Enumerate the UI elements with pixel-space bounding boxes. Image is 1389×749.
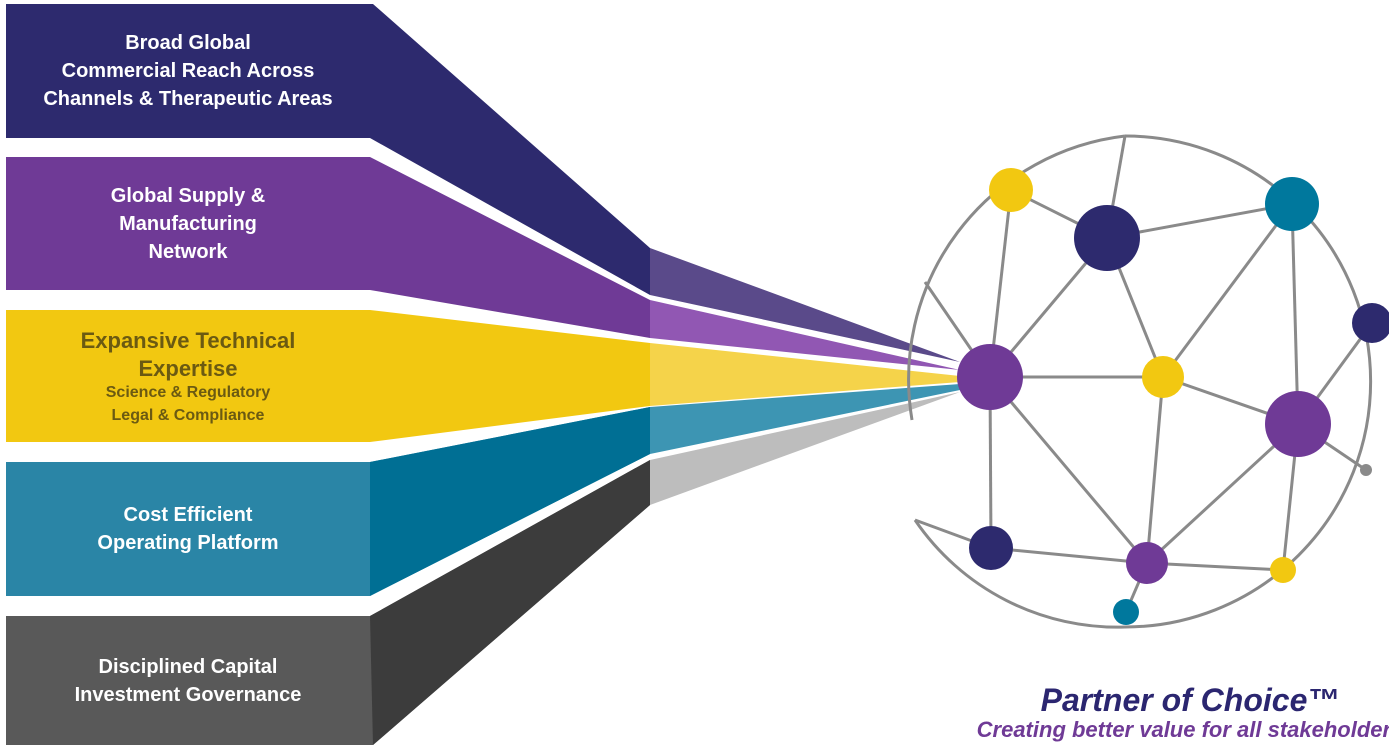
band-cost-efficient-dark xyxy=(370,407,650,596)
pillar-line: Expansive Technical xyxy=(80,328,296,354)
node-navy xyxy=(1074,205,1140,271)
band-commercial-reach xyxy=(6,4,650,295)
edge xyxy=(1145,422,1300,565)
node-purple xyxy=(1126,542,1168,584)
band-supply-network-tip xyxy=(650,300,960,370)
network-globe xyxy=(907,134,1374,629)
pillar-line: Cost Efficient xyxy=(123,504,253,526)
band-technical-expertise xyxy=(6,310,650,442)
node-yellow xyxy=(1270,557,1296,583)
edge xyxy=(1145,376,1165,564)
edge xyxy=(1146,561,1284,572)
edge xyxy=(1161,203,1294,378)
edge xyxy=(1290,203,1300,425)
pillar-line: Broad Global xyxy=(125,32,251,54)
edge xyxy=(990,546,1148,565)
node-gray xyxy=(1360,464,1372,476)
brand-block: Partner of Choice™ Creating better value… xyxy=(900,682,1389,742)
pillar-line: Expertise xyxy=(138,355,238,381)
pillar-capital-governance: Disciplined Capital Investment Governanc… xyxy=(6,616,370,745)
node-purple xyxy=(957,344,1023,410)
band-capital-governance xyxy=(6,460,650,745)
pillar-cost-efficient: Cost Efficient Operating Platform xyxy=(6,462,370,596)
pillar-commercial-reach: Broad Global Commercial Reach Across Cha… xyxy=(6,4,370,138)
edge xyxy=(988,376,1149,564)
pillar-line: Global Supply & xyxy=(110,184,266,207)
pillar-subline: Legal & Compliance xyxy=(111,406,265,424)
pillar-technical-expertise: Expansive Technical Expertise Science & … xyxy=(6,312,370,442)
band-capital-governance-dark xyxy=(370,460,650,745)
globe-outline-left xyxy=(907,134,1126,421)
pillar-line: Network xyxy=(148,240,228,263)
brand-title: Partner of Choice™ xyxy=(1040,682,1340,718)
pillar-line: Channels & Therapeutic Areas xyxy=(43,88,333,110)
network-nodes xyxy=(957,168,1389,625)
node-navy xyxy=(969,526,1013,570)
pillar-supply-network: Global Supply & Manufacturing Network xyxy=(6,157,370,290)
pillar-line: Operating Platform xyxy=(97,532,279,554)
node-yellow xyxy=(989,168,1033,212)
pillar-line: Investment Governance xyxy=(74,683,302,706)
band-cost-efficient-tip xyxy=(650,384,960,454)
pillar-line: Manufacturing xyxy=(119,212,257,235)
brand-tagline: Creating better value for all stakeholde… xyxy=(976,717,1389,742)
pillar-line: Commercial Reach Across xyxy=(61,60,315,82)
node-teal xyxy=(1113,599,1139,625)
pillar-line: Disciplined Capital xyxy=(98,655,278,678)
pillar-subline: Science & Regulatory xyxy=(105,384,271,402)
band-capital-governance-tip xyxy=(650,392,960,505)
band-commercial-reach-tip xyxy=(650,248,960,362)
band-technical-expertise-tip xyxy=(650,343,960,406)
node-purple xyxy=(1265,391,1331,457)
node-yellow xyxy=(1142,356,1184,398)
band-supply-network xyxy=(6,157,650,338)
node-navy xyxy=(1352,303,1389,343)
node-teal xyxy=(1265,177,1319,231)
